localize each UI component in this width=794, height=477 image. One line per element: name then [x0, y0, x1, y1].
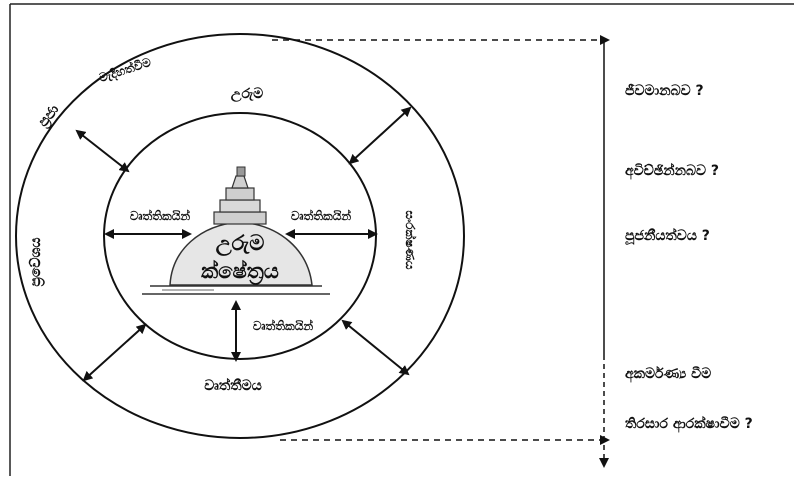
- question-2: අවිච්ඡින්නබව ?: [625, 162, 719, 180]
- inner-label-right: වෘත්තිකයින්: [291, 209, 352, 223]
- outer-circle: [15, 33, 465, 439]
- center-title-line1: උරුම: [216, 231, 265, 257]
- arrow-bottom-right: [341, 319, 410, 376]
- arrow-top-right: [348, 106, 412, 165]
- outer-label-right: සංරක්ෂණය: [403, 211, 417, 270]
- outer-label-bottom: වෘත්තීමය: [204, 377, 262, 394]
- question-3: පූජනීයත්වය ?: [624, 227, 709, 246]
- arrow-bottom-left: [82, 323, 147, 382]
- arrow-top-left: [75, 129, 130, 173]
- outer-label-top: උරුම: [231, 86, 263, 103]
- center-title-line2: ක්ෂේත්‍රය: [201, 259, 279, 286]
- outer-label-top-left-2: මැදිහත්වීම: [97, 55, 153, 86]
- inner-label-bottom: වෘත්තිකයින්: [253, 319, 314, 333]
- inner-label-left: වෘත්තිකයින්: [130, 209, 191, 223]
- question-4: අකර්මණ්‍ය වීම: [625, 365, 711, 383]
- question-1: ජීවමානබව ?: [625, 82, 704, 99]
- question-5: තිරසාර ආරක්ෂාවීම ?: [625, 415, 753, 433]
- outer-label-left: ප්‍රවේශය: [27, 237, 46, 287]
- stupa-icon: [142, 166, 330, 295]
